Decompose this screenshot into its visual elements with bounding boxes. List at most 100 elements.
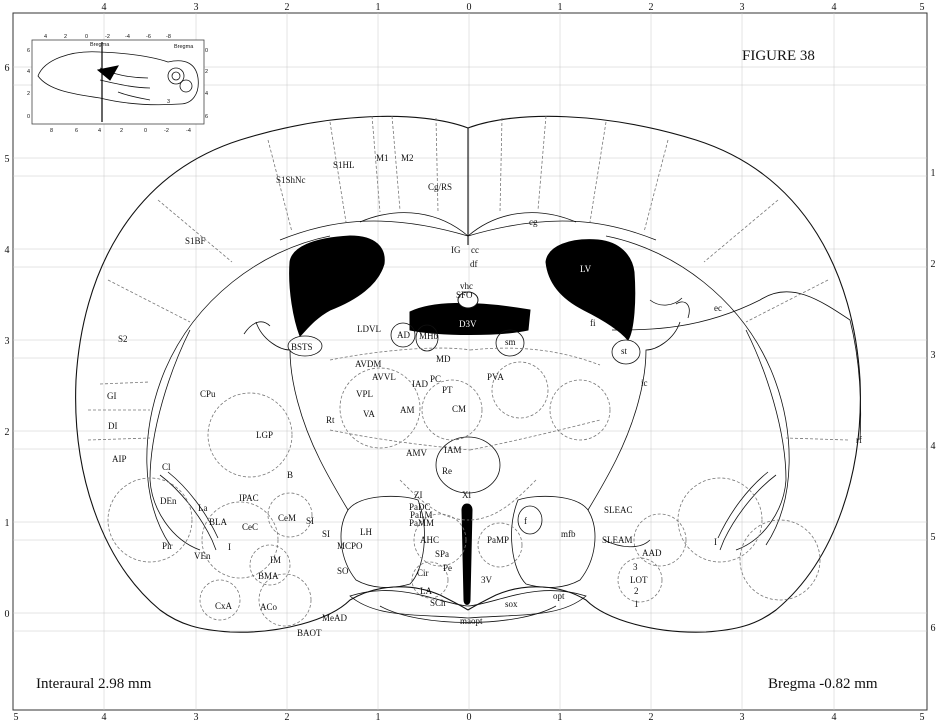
region-label: CM: [452, 404, 466, 414]
region-label: ACo: [260, 602, 278, 612]
svg-text:Bregma: Bregma: [90, 42, 110, 48]
region-label: IG: [451, 245, 461, 255]
region-label: vhc: [460, 281, 473, 291]
region-label: 1: [634, 599, 639, 609]
tick-bottom: 1: [558, 712, 563, 723]
svg-text:0: 0: [85, 34, 88, 40]
region-label: sox: [505, 599, 518, 609]
ventricles: [289, 235, 636, 605]
inset-sagittal-map: 4 2 0 -2 -4 -6 -8 8 6 4 2 0 -2 -4 6 4 2 …: [27, 34, 208, 134]
tick-top: 3: [740, 2, 745, 13]
region-label: BMA: [258, 571, 279, 581]
tick-top: 0: [467, 2, 472, 13]
tick-bottom: 5: [14, 712, 19, 723]
subcortical-structures: [107, 297, 821, 627]
region-label: MHb: [419, 331, 439, 341]
region-label: LA: [420, 586, 432, 596]
svg-text:0: 0: [205, 48, 208, 54]
region-label: fi: [590, 318, 596, 328]
region-label: VPL: [356, 389, 373, 399]
svg-text:6: 6: [75, 128, 78, 134]
region-label: df: [470, 259, 478, 269]
tick-left: 2: [5, 427, 10, 438]
region-label: SI: [322, 529, 330, 539]
region-label: CeC: [242, 522, 258, 532]
svg-text:-2: -2: [164, 128, 169, 134]
region-label: IM: [270, 555, 281, 565]
tick-left: 6: [5, 63, 10, 74]
svg-text:-6: -6: [146, 34, 151, 40]
region-label: BLA: [209, 517, 228, 527]
region-label: AHC: [420, 535, 439, 545]
region-label: AMV: [406, 448, 428, 458]
tick-top: 1: [376, 2, 381, 13]
region-label: Cir: [417, 568, 429, 578]
region-label: M2: [401, 153, 414, 163]
tick-left: 5: [5, 154, 10, 165]
region-label: DI: [108, 421, 118, 431]
bregma-label: Bregma -0.82 mm: [768, 676, 878, 692]
region-label: SO: [337, 566, 349, 576]
svg-text:4: 4: [27, 69, 30, 75]
tick-top: 3: [194, 2, 199, 13]
svg-text:2: 2: [120, 128, 123, 134]
tick-top: 4: [102, 2, 107, 13]
svg-text:6: 6: [205, 114, 208, 120]
region-label: LDVL: [357, 324, 381, 334]
region-label: SPa: [435, 549, 449, 559]
tick-left: 1: [5, 518, 10, 529]
region-label: SI: [306, 516, 314, 526]
region-label: PaLM: [410, 510, 433, 520]
region-label: IAM: [444, 445, 462, 455]
region-label: sm: [505, 337, 516, 347]
tick-left: 3: [5, 336, 10, 347]
svg-text:2: 2: [64, 34, 67, 40]
region-label: CPu: [200, 389, 216, 399]
region-label: rf: [856, 435, 862, 445]
region-label: st: [621, 346, 628, 356]
svg-text:4: 4: [205, 91, 208, 97]
svg-text:8: 8: [50, 128, 53, 134]
figure-title: FIGURE 38: [742, 48, 815, 64]
region-label: AVVL: [372, 372, 396, 382]
lateral-ventricle-left: [289, 235, 385, 337]
tick-bottom: 5: [920, 712, 925, 723]
region-label: AIP: [112, 454, 127, 464]
region-label: MD: [436, 354, 451, 364]
region-label: VEn: [194, 551, 211, 561]
region-label: LH: [360, 527, 372, 537]
svg-text:2: 2: [27, 91, 30, 97]
region-label: 2: [634, 586, 639, 596]
region-label: ec: [714, 303, 722, 313]
axis-right: 1 2 3 4 5 6: [931, 168, 936, 634]
tick-right: 3: [931, 350, 936, 361]
tick-bottom: 3: [740, 712, 745, 723]
region-label: CxA: [215, 601, 233, 611]
tick-right: 5: [931, 532, 936, 543]
third-ventricle-ventral: [461, 503, 473, 605]
region-label: Rt: [326, 415, 335, 425]
tick-bottom: 1: [376, 712, 381, 723]
svg-text:0: 0: [27, 114, 30, 120]
region-label: I: [714, 537, 717, 547]
region-label: S1HL: [333, 160, 355, 170]
region-label: ic: [641, 378, 648, 388]
svg-text:-2: -2: [105, 34, 110, 40]
axis-left: 6 5 4 3 2 1 0: [5, 63, 10, 620]
region-label: LOT: [630, 575, 648, 585]
region-label: cc: [471, 245, 479, 255]
region-label: LGP: [256, 430, 273, 440]
region-label: AAD: [642, 548, 662, 558]
region-label: Cl: [162, 462, 171, 472]
region-label: opt: [553, 591, 565, 601]
region-label: S1BF: [185, 236, 206, 246]
region-labels: S1ShNc S1HL M1 M2 Cg/RS S1BF IG cc df cg…: [107, 153, 862, 638]
region-label: maopt: [460, 616, 483, 626]
region-label: AM: [400, 405, 415, 415]
region-label: Pir: [162, 541, 173, 551]
tick-right: 2: [931, 259, 936, 270]
brain-outlines: [75, 115, 862, 633]
region-label: AD: [397, 330, 410, 340]
region-label: DEn: [160, 496, 177, 506]
